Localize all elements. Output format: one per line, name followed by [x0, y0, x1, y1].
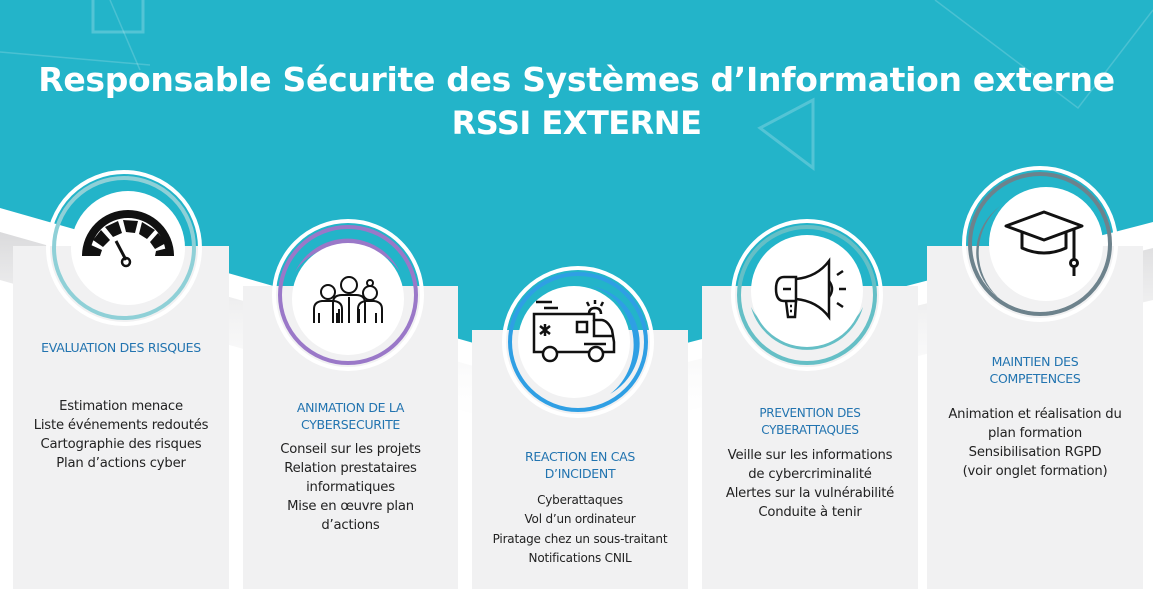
megaphone-icon — [774, 257, 846, 321]
header: Responsable Sécurite des Systèmes d’Info… — [0, 58, 1153, 144]
card-title: ANIMATION DE LA CYBERSECURITE — [296, 400, 405, 432]
badge-evaluation — [44, 168, 204, 328]
graduation-cap-icon — [1004, 210, 1084, 276]
badge-prevention — [729, 217, 885, 373]
card-body: Animation et réalisation du plan formati… — [948, 407, 1122, 479]
card-title: EVALUATION DES RISQUES — [41, 340, 201, 355]
card-title: REACTION EN CAS D’INCIDENT — [524, 449, 636, 481]
card-1-content: EVALUATION DES RISQUES Estimation menace… — [13, 340, 229, 473]
team-people-icon — [313, 276, 383, 323]
card-5-content: MAINTIEN DES COMPETENCES Animation et ré… — [927, 354, 1143, 481]
card-body: Veille sur les informations de cybercrim… — [725, 448, 895, 520]
ambulance-icon — [532, 300, 616, 363]
badge-animation — [270, 217, 426, 373]
badge-maintien — [960, 164, 1120, 324]
page-subtitle: RSSI EXTERNE — [451, 104, 702, 142]
card-title: PREVENTION DES CYBERATTAQUES — [759, 406, 861, 437]
decor-square — [91, 0, 145, 34]
card-3-content: REACTION EN CAS D’INCIDENT Cyberattaques… — [472, 449, 688, 568]
page-title: Responsable Sécurite des Systèmes d’Info… — [38, 60, 1115, 99]
card-body: Cyberattaques Vol d’un ordinateur Pirata… — [492, 493, 668, 565]
card-2-content: ANIMATION DE LA CYBERSECURITE Conseil su… — [243, 400, 458, 535]
card-maintien-competences — [927, 246, 1143, 589]
decor-triangle-left — [757, 97, 815, 172]
banner-shape — [0, 0, 1153, 372]
card-body: Conseil sur les projets Relation prestat… — [280, 442, 421, 533]
card-body: Estimation menace Liste événements redou… — [33, 398, 209, 471]
badge-reaction — [500, 264, 656, 420]
card-title: MAINTIEN DES COMPETENCES — [989, 354, 1081, 386]
speedometer-icon — [82, 210, 174, 268]
card-4-content: PREVENTION DES CYBERATTAQUES Veille sur … — [702, 405, 918, 522]
